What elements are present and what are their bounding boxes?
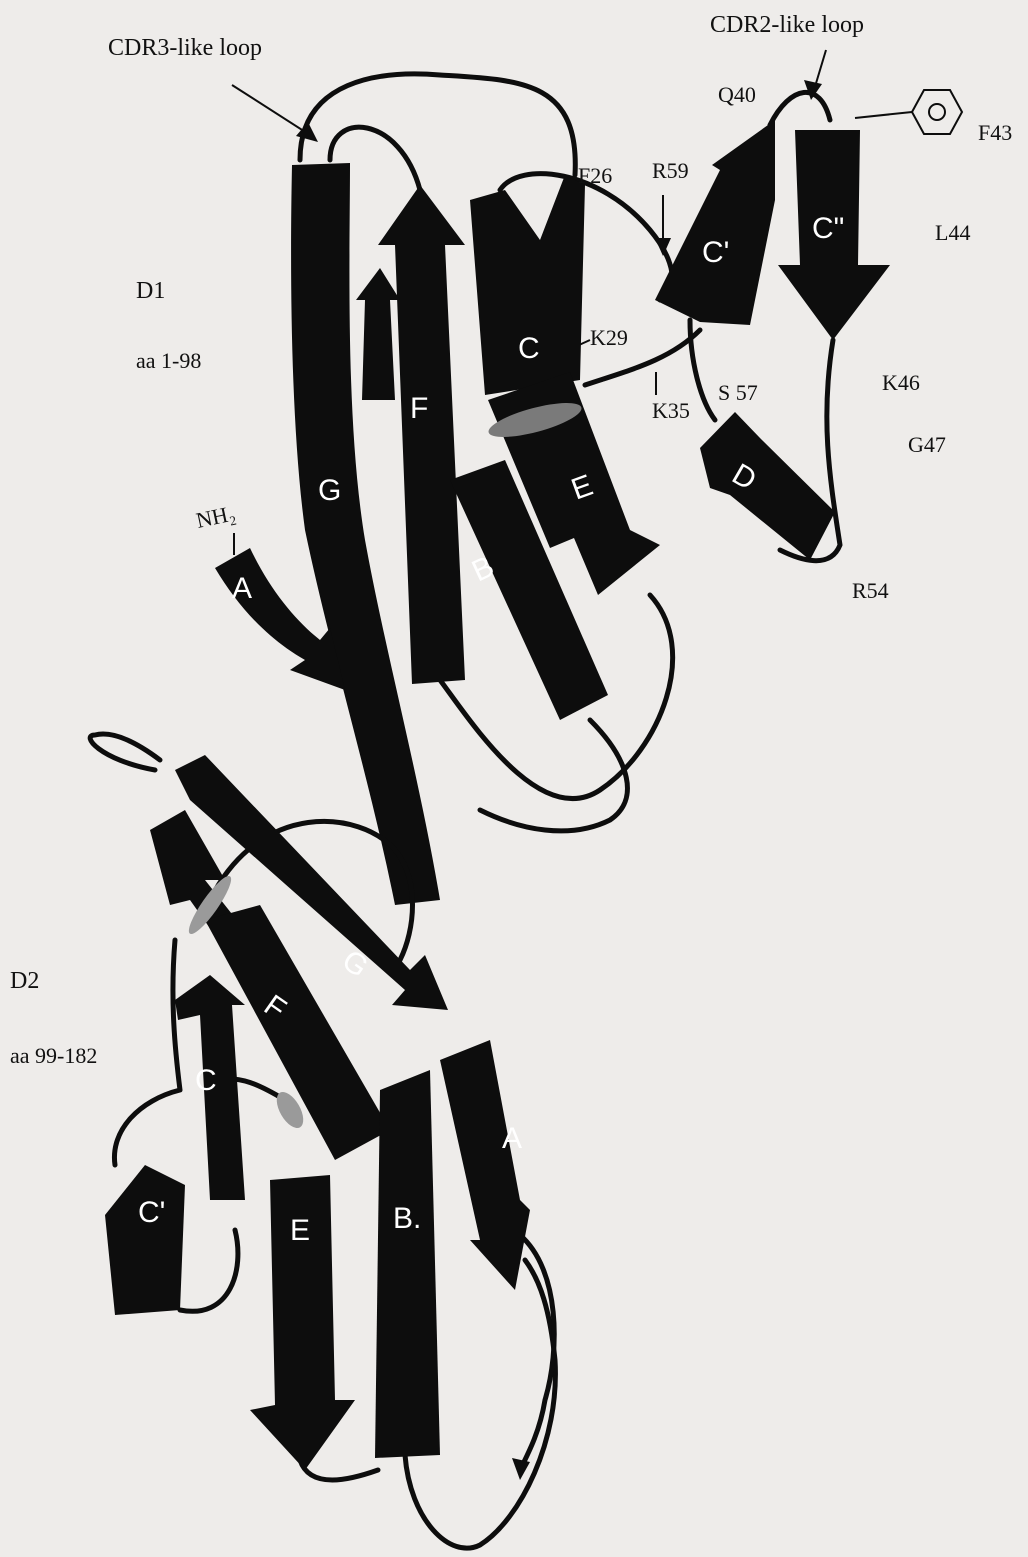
- d1-range-label: aa 1-98: [136, 348, 201, 373]
- residue-f43: F43: [978, 120, 1012, 145]
- residue-q40: Q40: [718, 82, 756, 107]
- d2-cc-loop: [114, 940, 180, 1165]
- d1-letter-c: C: [518, 332, 540, 365]
- d2-c-prime-e-loop: [180, 1230, 238, 1311]
- d2-strand-c-prime: [105, 1165, 185, 1315]
- d2-top-loop: [90, 734, 160, 770]
- residue-k35: K35: [652, 398, 690, 423]
- d2-label: D2: [10, 968, 39, 994]
- residue-l44: L44: [935, 220, 970, 245]
- cdr2-loop: [770, 92, 830, 125]
- residue-k29: K29: [590, 325, 628, 350]
- cdr2-label: CDR2-like loop: [710, 12, 864, 38]
- r59-arrowhead: [655, 238, 671, 256]
- residue-r54: R54: [852, 578, 889, 603]
- f43-phenyl-icon: [912, 90, 962, 134]
- d1-strand-c-prime: [655, 120, 775, 325]
- d1-letter-c-prime: C': [702, 236, 729, 269]
- d1-strand-g-tip: [356, 268, 400, 400]
- d1-letter-a: A: [232, 572, 252, 605]
- b-d2-loop: [480, 720, 627, 831]
- d1-strand-d: [700, 412, 835, 560]
- d1-strand-f: [378, 185, 465, 684]
- d2-letter-a: A: [502, 1122, 522, 1155]
- f43-sidechain: [855, 112, 912, 118]
- d1-label: D1: [136, 278, 165, 304]
- d2-e-bottom-loop: [300, 1460, 378, 1480]
- d2-letter-c: C: [195, 1064, 217, 1097]
- residue-g47: G47: [908, 432, 946, 457]
- cdr3-arrowhead: [296, 122, 318, 142]
- d1-letter-c-double-prime: C": [812, 212, 844, 245]
- d1-letter-g: G: [318, 474, 341, 507]
- cdr3-label: CDR3-like loop: [108, 35, 262, 61]
- d2-strands: [105, 755, 530, 1470]
- d2-letter-c-prime: C': [138, 1196, 165, 1229]
- residue-f26: F26: [578, 163, 612, 188]
- d1-strands: [215, 120, 890, 905]
- d2-letter-e: E: [290, 1214, 310, 1247]
- d2-strand-a: [440, 1040, 530, 1290]
- cdr3-loop: [300, 74, 575, 175]
- residue-s57: S 57: [718, 380, 758, 405]
- nh2-label: NH₂: [194, 500, 238, 533]
- d2-strand-b: [375, 1070, 440, 1458]
- cdr3-arrow: [232, 85, 310, 135]
- c-terminal-arrowhead: [512, 1458, 530, 1480]
- d2-letter-b: B.: [393, 1202, 421, 1235]
- residue-r59: R59: [652, 158, 689, 183]
- d1-letter-f: F: [410, 392, 428, 425]
- residue-k46: K46: [882, 370, 920, 395]
- d2-range-label: aa 99-182: [10, 1043, 97, 1068]
